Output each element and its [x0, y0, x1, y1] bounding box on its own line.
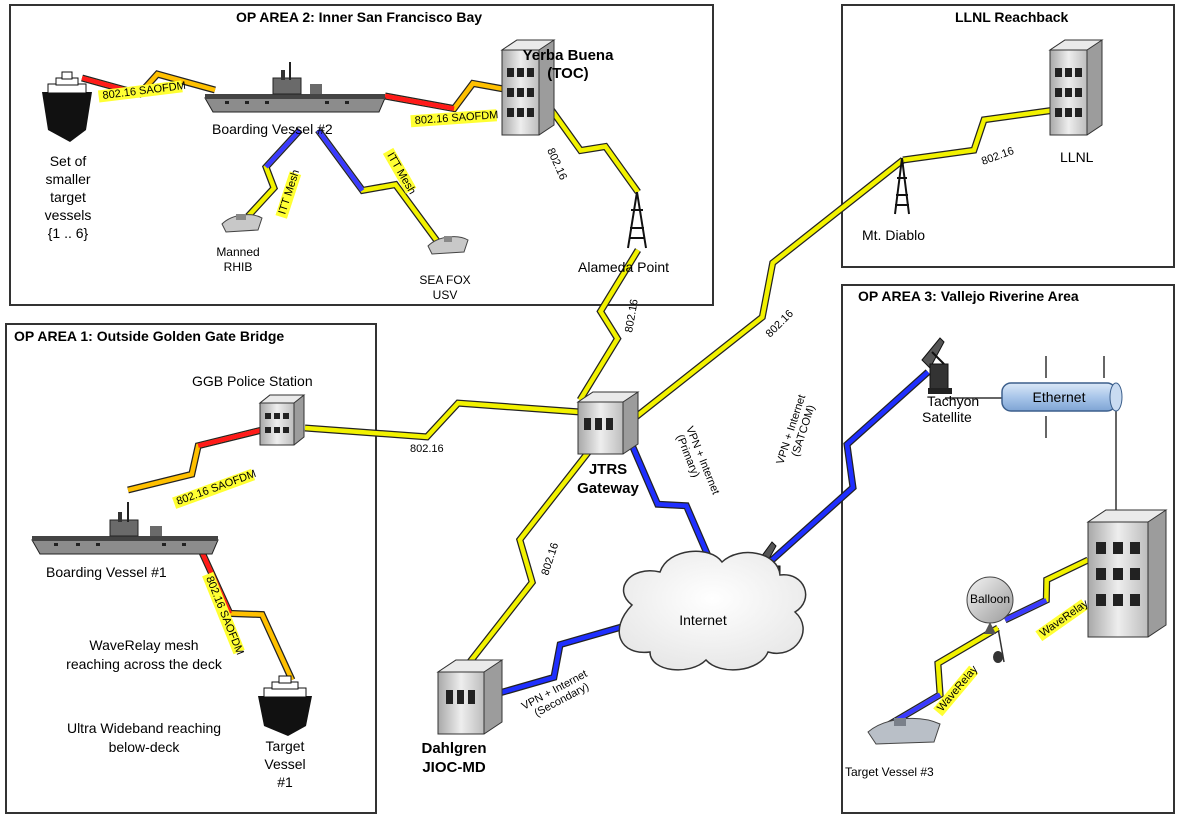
link-label-vpn-satcom: VPN + Internet (SATCOM) — [774, 393, 817, 466]
dahlgren-label: Dahlgren — [421, 740, 486, 757]
op-area-2-box: OP AREA 2: Inner San Francisco Bay — [9, 4, 714, 306]
boarding-vessel-2-icon[interactable] — [204, 62, 386, 113]
mt-diablo-label: Mt. Diablo — [862, 227, 925, 243]
link-label-alameda-gw: 802.16 — [623, 298, 641, 333]
link-waverelay-balloon-building — [1003, 556, 1090, 624]
link-gateway-diablo — [629, 157, 906, 423]
ggb-police-station-label: GGB Police Station — [192, 373, 313, 389]
mt-diablo-tower-icon — [894, 157, 910, 215]
link-yb-alameda — [545, 102, 641, 195]
link-label-yb-alameda: 802.16 — [544, 146, 569, 182]
target-vessel-1-sublabel: Vessel — [264, 756, 305, 772]
satellite-sublabel: Satellite — [922, 409, 972, 425]
satellite-label: Tachyon — [927, 393, 979, 409]
jtrs-gateway[interactable] — [576, 391, 640, 455]
alameda-label: Alameda Point — [578, 259, 669, 275]
op-area-2-title: OP AREA 2: Inner San Francisco Bay — [236, 9, 482, 25]
manned-rhib-icon[interactable] — [221, 214, 263, 233]
svg-text:{1 .. 6}: {1 .. 6} — [48, 225, 89, 241]
link-itt-bv2-seafox — [315, 127, 443, 248]
link-gateway-dtra — [459, 447, 593, 675]
target-vessel-3-label: Target Vessel #3 — [845, 765, 934, 779]
tachyon-satellite-icon — [921, 337, 952, 394]
manned-rhib-sublabel: RHIB — [224, 260, 253, 274]
target-vessel-3-icon[interactable] — [867, 718, 941, 745]
link-waverelay-boat-balloon — [878, 624, 1000, 734]
llnl-reachback-title: LLNL Reachback — [955, 9, 1069, 25]
wave-relay-note-line2: reaching across the deck — [66, 656, 223, 672]
uwb-note-line1: Ultra Wideband reaching — [67, 720, 221, 736]
link-alameda-gateway — [577, 248, 641, 402]
ethernet-bus: Ethernet — [1001, 382, 1123, 412]
yerba-buena-building[interactable] — [500, 39, 556, 136]
gateway-label: JTRS — [589, 461, 627, 478]
wave-relay-note-line1: WaveRelay mesh — [89, 637, 198, 653]
svg-text:802.16 SAOFDM: 802.16 SAOFDM — [102, 80, 187, 102]
target-vessel-1-label: Target — [266, 738, 305, 754]
link-label-gw-dtra: 802.16 — [539, 541, 561, 577]
link-itt-bv2-rhib — [237, 127, 303, 228]
smaller-target-vessels-icon[interactable] — [42, 71, 92, 142]
op-area-3-box: OP AREA 3: Vallejo Riverine Area — [841, 284, 1175, 814]
link-ggb-bv1 — [127, 426, 263, 494]
svg-text:Set of: Set of — [50, 153, 87, 169]
link-satellite-internet — [769, 369, 931, 563]
link-gateway-internet — [628, 443, 716, 567]
balloon-label: Balloon — [970, 592, 1010, 606]
boarding-vessel-1-icon[interactable] — [31, 502, 219, 555]
balloon-icon: Balloon — [966, 576, 1014, 663]
yerba-buena-sublabel: (TOC) — [547, 65, 588, 82]
wired-connectors — [945, 356, 1117, 663]
gateway-sublabel: Gateway — [577, 480, 639, 497]
dahlgren-building[interactable] — [436, 659, 504, 735]
sea-fox-icon[interactable] — [427, 236, 469, 255]
svg-text:802.16 SAOFDM: 802.16 SAOFDM — [414, 109, 498, 127]
link-ggb-gateway — [304, 399, 581, 441]
svg-text:vessels: vessels — [45, 207, 92, 223]
svg-text:ITT Mesh: ITT Mesh — [276, 168, 302, 216]
sea-fox-sublabel: USV — [433, 288, 458, 302]
link-label-gw-diablo: 802.16 — [764, 308, 796, 340]
op-area-1-title: OP AREA 1: Outside Golden Gate Bridge — [14, 328, 284, 344]
target-vessel-1-icon[interactable] — [258, 675, 312, 736]
llnl-reachback-box: LLNL Reachback — [841, 4, 1175, 268]
smaller-target-vessels-label: Set of smaller target vessels {1 .. 6} — [45, 153, 92, 241]
boarding-vessel-2-label: Boarding Vessel #2 — [212, 121, 333, 137]
link-label-ggb-gw: 802.16 — [410, 443, 444, 455]
target-vessel-1-number: #1 — [277, 774, 293, 790]
internet-label: Internet — [679, 612, 727, 628]
op-area-1-box: OP AREA 1: Outside Golden Gate Bridge — [5, 323, 377, 814]
link-label-vpn-primary: VPN + Internet (Primary) — [674, 425, 722, 497]
internet-cloud: Internet — [618, 550, 807, 671]
yerba-buena-label: Yerba Buena — [523, 47, 615, 64]
boarding-vessel-1-label: Boarding Vessel #1 — [46, 564, 167, 580]
op-area-3-title: OP AREA 3: Vallejo Riverine Area — [858, 288, 1079, 304]
alameda-tower-icon — [627, 191, 647, 249]
uwb-note-line2: below-deck — [109, 739, 181, 755]
svg-text:target: target — [50, 189, 86, 205]
link-label-itt-rhib: ITT Mesh — [275, 168, 302, 219]
vallejo-building[interactable] — [1086, 509, 1168, 638]
link-diablo-llnl — [902, 106, 1056, 164]
ethernet-label: Ethernet — [1033, 389, 1086, 405]
sea-fox-label: SEA FOX — [419, 273, 470, 287]
dahlgren-sublabel: JIOC-MD — [422, 759, 486, 776]
link-dtra-internet — [481, 620, 633, 702]
link-label-sofdm-bv2-yb: 802.16 SAOFDM — [410, 109, 499, 128]
llnl-label: LLNL — [1060, 149, 1094, 165]
llnl-building[interactable] — [1048, 39, 1104, 136]
svg-text:smaller: smaller — [45, 171, 90, 187]
link-label-llnl: 802.16 — [980, 145, 1016, 168]
manned-rhib-label: Manned — [216, 245, 259, 259]
ggb-police-station[interactable] — [258, 394, 306, 446]
